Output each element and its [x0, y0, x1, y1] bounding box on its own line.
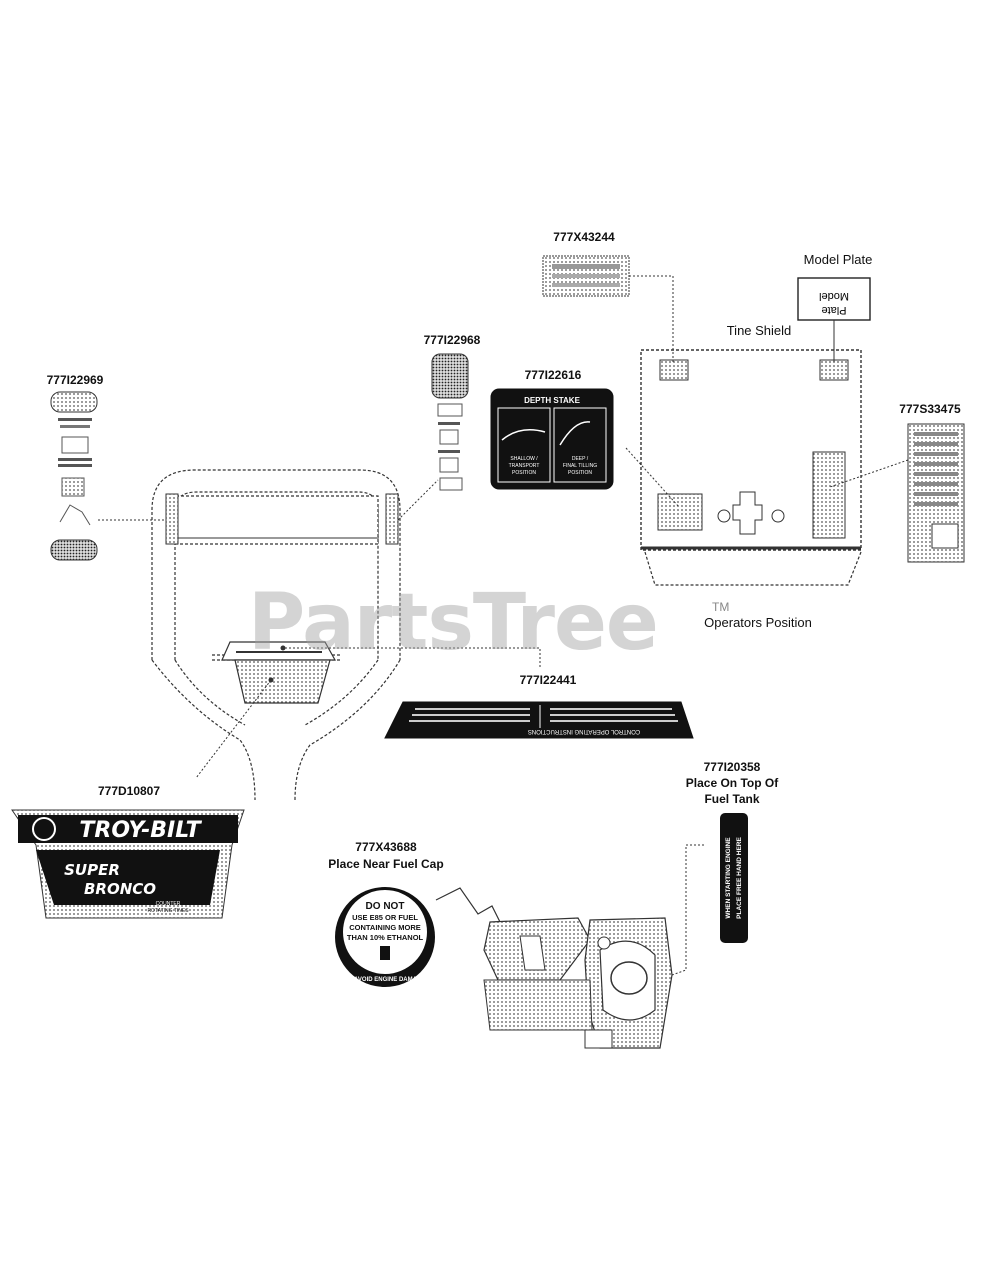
svg-text:BRONCO: BRONCO — [84, 880, 156, 898]
svg-text:POSITION: POSITION — [568, 470, 592, 476]
svg-text:THAN 10% ETHANOL: THAN 10% ETHANOL — [347, 933, 424, 942]
decal-777s33475 — [829, 423, 965, 563]
model-plate-decal: Plate Model — [797, 277, 871, 362]
svg-text:POSITION: POSITION — [512, 470, 536, 476]
start-warning-decal: WHEN STARTING ENGINE PLACE FREE HAND HER… — [720, 813, 748, 943]
control-instructions-decal: CONTROL OPERATING INSTRUCTIONS — [384, 701, 694, 739]
troy-bilt-brand-decal: TROY-BILT SUPER BRONCO COUNTER ROTATING … — [11, 809, 245, 919]
label-777x43244: 777X43244 — [553, 230, 615, 244]
svg-text:SHALLOW /: SHALLOW / — [510, 456, 538, 462]
svg-text:TROY-BILT: TROY-BILT — [79, 818, 202, 843]
engine — [483, 844, 704, 1049]
svg-text:CONTROL OPERATING INSTRUCTIONS: CONTROL OPERATING INSTRUCTIONS — [528, 728, 640, 734]
svg-text:Plate: Plate — [821, 304, 846, 316]
label-777i22441: 777I22441 — [519, 673, 577, 687]
label-777i20358: 777I20358 — [703, 760, 761, 774]
svg-text:USE E85 OR FUEL: USE E85 OR FUEL — [352, 913, 418, 922]
svg-text:Model: Model — [819, 290, 849, 302]
svg-text:DEPTH STAKE: DEPTH STAKE — [524, 396, 581, 405]
parts-tree-watermark: PartsTree — [248, 578, 659, 668]
label-777i22968: 777I22968 — [423, 333, 481, 347]
svg-text:DO NOT: DO NOT — [366, 901, 405, 912]
label-model-plate: Model Plate — [803, 252, 873, 267]
svg-text:COUNTER: COUNTER — [156, 901, 181, 907]
trademark-mark: TM — [712, 600, 730, 614]
label-operators-position: Operators Position — [704, 615, 812, 630]
label-777i22969: 777I22969 — [46, 373, 104, 387]
svg-text:ROTATING TINES: ROTATING TINES — [147, 908, 189, 914]
label-777x43688: 777X43688 — [355, 840, 417, 854]
label-777d10807: 777D10807 — [97, 784, 161, 798]
svg-text:DEEP /: DEEP / — [572, 456, 589, 462]
svg-text:PLACE FREE HAND HERE: PLACE FREE HAND HERE — [736, 837, 743, 919]
label-place-on-top-of: Place On Top Of — [685, 776, 779, 790]
depth-stake-decal: DEPTH STAKE SHALLOW / TRANSPORT POSITION… — [490, 388, 680, 508]
fuel-warning-decal: DO NOT USE E85 OR FUEL CONTAINING MORE T… — [335, 887, 501, 987]
label-fuel-tank: Fuel Tank — [704, 792, 760, 806]
decal-777i22969 — [50, 391, 98, 561]
label-777i22616: 777I22616 — [524, 368, 582, 382]
tiller-handlebar — [98, 469, 541, 801]
tine-shield — [640, 349, 862, 586]
decal-777x43244 — [542, 255, 674, 362]
svg-text:TO AVOID ENGINE DAMAGE: TO AVOID ENGINE DAMAGE — [344, 977, 425, 983]
svg-text:TRANSPORT: TRANSPORT — [509, 463, 540, 469]
label-777s33475: 777S33475 — [899, 402, 961, 416]
label-tine-shield: Tine Shield — [726, 323, 792, 338]
svg-text:WHEN STARTING ENGINE: WHEN STARTING ENGINE — [725, 837, 732, 919]
svg-text:CONTAINING MORE: CONTAINING MORE — [349, 923, 421, 932]
label-place-near-fuel-cap: Place Near Fuel Cap — [328, 857, 444, 871]
decal-777i22968 — [431, 353, 469, 491]
svg-text:SUPER: SUPER — [64, 861, 120, 879]
svg-text:FINAL TILLING: FINAL TILLING — [563, 463, 597, 469]
